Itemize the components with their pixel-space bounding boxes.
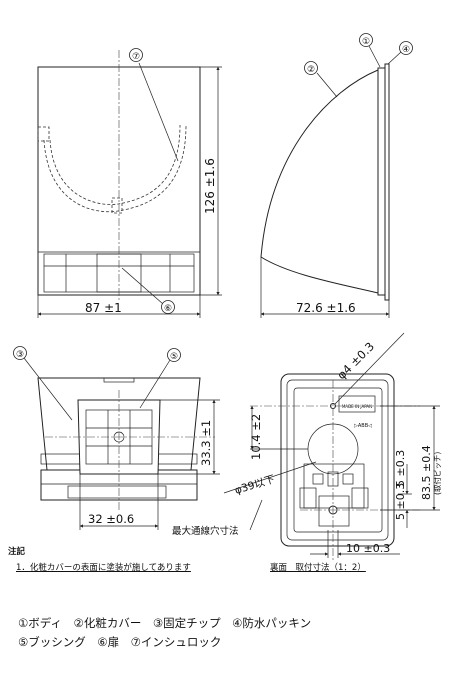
bottom-view: ③ ⑤ 33.3 ±1 32 ±0.6 — [13, 346, 220, 530]
callout-7-label: ⑦ — [132, 52, 140, 62]
leader-3 — [23, 357, 73, 421]
leader-5 — [139, 359, 171, 409]
rear-view-outer — [280, 373, 395, 547]
dim-side-depth: 72.6 ±1.6 — [296, 301, 356, 315]
dim-rear-5-repeat: 5 ±0.3 — [394, 483, 407, 520]
rear-view-label-text: MADE IN JAPAN — [342, 404, 372, 409]
front-view-insulock-dashed-inner — [49, 124, 181, 205]
dim-cable-hole: φ39以下 — [233, 473, 276, 497]
dim-bottom-height: 33.3 ±1 — [199, 420, 213, 466]
bottom-view-top-slot — [103, 377, 135, 383]
dim-mount-pitch: 83.5 ±0.4 — [420, 445, 433, 500]
leader-7 — [138, 62, 179, 162]
callout-1-label: ① — [362, 37, 370, 47]
callout-4 — [399, 41, 413, 55]
dim-front-width: 87 ±1 — [85, 301, 122, 315]
side-view-cover — [260, 69, 379, 294]
side-view-packing — [384, 63, 390, 301]
rear-detail-2 — [342, 473, 354, 485]
rear-view: MADE IN JAPAN ▷ABB◁ φ4 ±0.3 10.4 ±2 φ39以… — [172, 332, 442, 560]
parts-legend-row-1: ①ボディ ②化粧カバー ③固定チップ ④防水パッキン — [18, 616, 312, 630]
dim-hole-offset: 10.4 ±2 — [249, 414, 263, 460]
notes-title: 注記 — [8, 547, 26, 557]
dim-bottom-width: 32 ±0.6 — [88, 512, 134, 526]
callout-2 — [304, 61, 318, 75]
leader-phi4 — [334, 332, 405, 405]
leader-max-hole — [249, 499, 263, 531]
callout-3-label: ③ — [16, 350, 24, 360]
leader-6 — [121, 267, 164, 305]
dim-mount-pitch-note: (取付ピッチ) — [432, 452, 442, 495]
rear-view-inner — [286, 379, 389, 541]
rear-caption: 裏面 取付寸法（1：2） — [270, 563, 366, 573]
side-view: ① ④ ② 72.6 ±1.6 — [260, 33, 413, 318]
rear-view-arrow-text: ▷ABB◁ — [354, 423, 372, 429]
leader-4 — [387, 51, 402, 65]
dim-rear-10: 10 ±0.3 — [346, 542, 390, 555]
callout-4-label: ④ — [402, 45, 410, 55]
callout-1 — [359, 33, 373, 47]
rear-view-label-plate — [338, 395, 376, 413]
callout-7 — [129, 48, 143, 62]
dim-front-height: 126 ±1.6 — [203, 158, 217, 214]
dim-rear-5: 5 ±0.3 — [394, 450, 407, 487]
parts-legend-row-2: ⑤ブッシング ⑥扉 ⑦インシュロック — [18, 635, 222, 649]
rear-detail-4 — [299, 487, 317, 509]
front-view-insulock-dashed — [43, 124, 187, 213]
label-max-hole: 最大通線穴寸法 — [172, 525, 239, 537]
note-1: 1．化粧カバーの表面に塗装が施してあります — [16, 563, 191, 573]
front-view-clip-bottom — [111, 197, 123, 214]
side-view-body — [377, 67, 386, 296]
rear-detail-5 — [351, 487, 369, 509]
leader-2 — [316, 72, 338, 98]
callout-5-label: ⑤ — [170, 352, 178, 362]
leader-1 — [368, 45, 381, 68]
callout-3 — [13, 346, 27, 360]
rear-detail-1 — [312, 473, 324, 485]
front-view: ⑦ ⑥ 87 ±1 126 ±1.6 — [37, 48, 222, 318]
callout-5 — [167, 348, 181, 362]
callout-6-label: ⑥ — [164, 304, 172, 314]
front-view-clip-left — [37, 126, 50, 142]
rear-detail-6 — [318, 495, 350, 527]
leader-phi39 — [223, 461, 317, 494]
bottom-view-slot — [67, 485, 167, 499]
callout-2-label: ② — [307, 65, 315, 75]
